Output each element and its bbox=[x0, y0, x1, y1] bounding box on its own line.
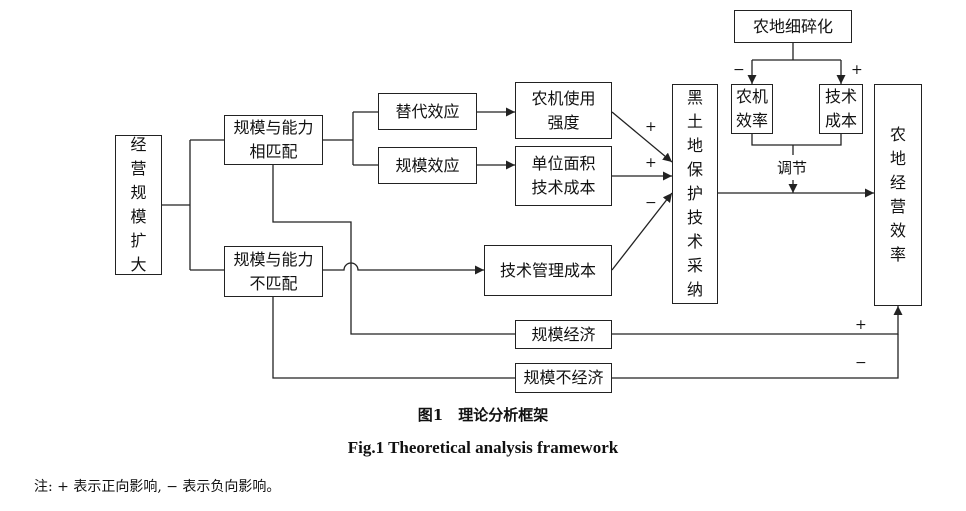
figure-caption-chinese: 图1 理论分析框架 bbox=[417, 406, 549, 424]
box-management-cost: 技术管理成本 bbox=[484, 245, 612, 296]
box-scale-economies: 规模经济 bbox=[515, 320, 612, 349]
line-match-economies bbox=[272, 165, 515, 335]
sign-scale-diseconomies: − bbox=[855, 355, 867, 371]
line-fragmentation-branch bbox=[752, 43, 841, 61]
arrow-mismatch-mgmt bbox=[323, 262, 484, 275]
box-operating-efficiency: 农地经营效率 bbox=[874, 84, 922, 306]
arrow-intensity-adoption bbox=[611, 111, 673, 163]
sign-mgmt-adoption: − bbox=[645, 195, 657, 211]
sign-scale-economies: + bbox=[855, 317, 867, 333]
figure-caption-english: Fig.1 Theoretical analysis framework bbox=[347, 438, 619, 457]
box-scale-ability-match: 规模与能力 相匹配 bbox=[224, 115, 323, 165]
line-moderation bbox=[751, 134, 842, 155]
line-expansion-branch bbox=[162, 139, 224, 271]
sign-fragmentation-techcost: + bbox=[851, 62, 863, 78]
figure-note: 注: + 表示正向影响, − 表示负向影响。 bbox=[34, 479, 281, 495]
box-scale-diseconomies: 规模不经济 bbox=[515, 363, 612, 393]
connector-lines bbox=[162, 43, 903, 379]
box-scale-expansion: 经营规模扩大 bbox=[115, 135, 162, 275]
box-machine-intensity: 农机使用 强度 bbox=[515, 82, 612, 139]
sign-unitcost-adoption: + bbox=[645, 155, 657, 171]
box-technology-adoption: 黑土地保护技术采纳 bbox=[672, 84, 718, 304]
line-mismatch-diseconomies bbox=[272, 297, 515, 379]
label-moderation: 调节 bbox=[777, 159, 808, 177]
box-technology-cost: 技术 成本 bbox=[819, 84, 863, 134]
box-scale-ability-mismatch: 规模与能力 不匹配 bbox=[224, 246, 323, 297]
sign-intensity-adoption: + bbox=[645, 119, 657, 135]
line-diseconomies-efficiency bbox=[612, 334, 899, 379]
box-land-fragmentation: 农地细碎化 bbox=[734, 10, 852, 43]
box-machine-efficiency: 农机 效率 bbox=[731, 84, 773, 134]
box-scale-effect: 规模效应 bbox=[378, 147, 477, 184]
sign-fragmentation-machine: − bbox=[733, 62, 745, 78]
line-match-branch bbox=[323, 111, 378, 166]
box-unit-area-cost: 单位面积 技术成本 bbox=[515, 146, 612, 206]
box-substitution-effect: 替代效应 bbox=[378, 93, 477, 130]
arrow-mgmt-adoption bbox=[611, 192, 673, 271]
